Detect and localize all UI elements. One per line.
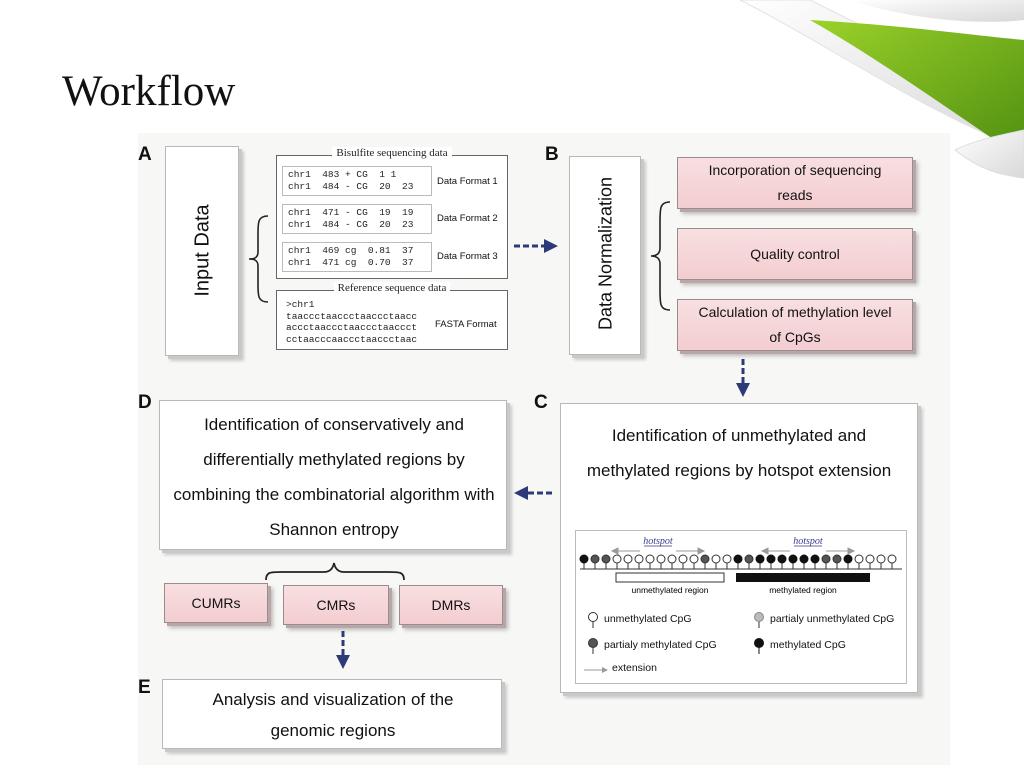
cpg-site-icon bbox=[645, 554, 655, 564]
cpg-site-icon bbox=[755, 554, 765, 564]
analysis-box: Analysis and visualization of the genomi… bbox=[162, 679, 502, 749]
cpg-site-icon bbox=[876, 554, 886, 564]
cpg-site-icon bbox=[678, 554, 688, 564]
panel-d-letter: D bbox=[138, 392, 152, 413]
data-format-3-label: Data Format 3 bbox=[437, 251, 498, 262]
arrow-c-to-d bbox=[514, 486, 554, 500]
analysis-text: Analysis and visualization of the genomi… bbox=[212, 690, 454, 740]
step-quality-control: Quality control bbox=[677, 228, 913, 280]
outputs-brace bbox=[265, 562, 405, 581]
identification-text: Identification of conservatively and dif… bbox=[173, 415, 495, 539]
normalization-brace bbox=[650, 201, 671, 311]
input-brace bbox=[248, 215, 269, 303]
partially-methylated-cpg-icon bbox=[588, 638, 598, 654]
partially-unmethylated-cpg-icon bbox=[754, 612, 764, 628]
data-format-2-lines: chr1 471 - CG 19 19 chr1 484 - CG 20 23 bbox=[282, 204, 432, 234]
cpg-site-icon bbox=[744, 554, 754, 564]
data-normalization-label: Data Normalization bbox=[595, 176, 616, 331]
cpg-site-icon bbox=[700, 554, 710, 564]
hotspot-label-left: hotspot bbox=[643, 536, 673, 547]
cpg-site-icon bbox=[612, 554, 622, 564]
output-cmrs: CMRs bbox=[283, 585, 389, 625]
arrow-d-to-e bbox=[336, 631, 350, 669]
cpg-site-icon bbox=[865, 554, 875, 564]
legend-partially-methylated: partialy methylated CpG bbox=[604, 639, 717, 651]
methylation-schematic: hotspot hotspot unmethylated region meth… bbox=[575, 530, 907, 684]
legend-methylated: methylated CpG bbox=[770, 639, 846, 651]
hotspot-text: Identification of unmethylated and methy… bbox=[586, 426, 892, 480]
unmethylated-region-label: unmethylated region bbox=[631, 585, 708, 595]
cpg-site-icon bbox=[722, 554, 732, 564]
data-format-1-lines: chr1 483 + CG 1 1 chr1 484 - CG 20 23 bbox=[282, 166, 432, 196]
legend-partially-unmethylated: partialy unmethylated CpG bbox=[770, 613, 895, 625]
arrow-b-to-c bbox=[736, 359, 750, 397]
bisulfite-title: Bisulfite sequencing data bbox=[332, 147, 452, 159]
cpg-site-icon bbox=[623, 554, 633, 564]
fasta-label: FASTA Format bbox=[435, 319, 497, 330]
cpg-track: hotspot hotspot unmethylated region meth… bbox=[579, 536, 902, 595]
step-incorporation: Incorporation of sequencing reads bbox=[677, 157, 913, 209]
data-format-1-label: Data Format 1 bbox=[437, 176, 498, 187]
data-format-2-label: Data Format 2 bbox=[437, 213, 498, 224]
input-data-label: Input Data bbox=[191, 204, 214, 297]
unmethylated-region-bar bbox=[615, 572, 725, 583]
cpg-site-icon bbox=[766, 554, 776, 564]
decorative-swoosh bbox=[739, 0, 1024, 179]
slide-title: Workflow bbox=[62, 68, 236, 115]
cpg-site-icon bbox=[590, 554, 600, 564]
cpg-site-icon bbox=[854, 554, 864, 564]
cpg-site-icon bbox=[689, 554, 699, 564]
panel-a-letter: A bbox=[138, 144, 152, 165]
legend-unmethylated: unmethylated CpG bbox=[604, 613, 692, 625]
cpg-site-icon bbox=[579, 554, 589, 564]
step-calculation: Calculation of methylation level of CpGs bbox=[677, 299, 913, 351]
reference-group: Reference sequence data >chr1 taaccctaac… bbox=[276, 282, 508, 350]
cpg-site-icon bbox=[667, 554, 677, 564]
input-data-box: Input Data bbox=[165, 146, 239, 356]
cpg-site-icon bbox=[821, 554, 831, 564]
hotspot-label-right: hotspot bbox=[793, 536, 823, 547]
cpg-site-icon bbox=[799, 554, 809, 564]
panel-e-letter: E bbox=[138, 677, 151, 698]
cpg-site-icon bbox=[656, 554, 666, 564]
panel-b-letter: B bbox=[545, 144, 559, 165]
bisulfite-group: Bisulfite sequencing data chr1 483 + CG … bbox=[276, 147, 508, 279]
output-cumrs: CUMRs bbox=[164, 583, 268, 623]
cpg-site-icon bbox=[887, 554, 897, 564]
hotspot-box: Identification of unmethylated and methy… bbox=[560, 403, 918, 693]
data-format-3-lines: chr1 469 cg 0.81 37 chr1 471 cg 0.70 37 bbox=[282, 242, 432, 272]
cpg-site-icon bbox=[843, 554, 853, 564]
panel-c-letter: C bbox=[534, 392, 548, 413]
cpg-site-icon bbox=[777, 554, 787, 564]
cpg-site-icon bbox=[810, 554, 820, 564]
fasta-lines: >chr1 taaccctaaccctaaccctaacc accctaaccc… bbox=[281, 297, 431, 347]
legend-extension: extension bbox=[612, 662, 657, 674]
unmethylated-cpg-icon bbox=[588, 612, 598, 628]
arrow-a-to-b bbox=[514, 239, 558, 253]
identification-box: Identification of conservatively and dif… bbox=[159, 400, 507, 550]
cpg-site-icon bbox=[601, 554, 611, 564]
cpg-site-icon bbox=[634, 554, 644, 564]
methylated-cpg-icon bbox=[754, 638, 764, 654]
cpg-site-icon bbox=[788, 554, 798, 564]
cpg-site-icon bbox=[711, 554, 721, 564]
methylated-region-bar bbox=[736, 573, 870, 582]
extension-arrows bbox=[610, 547, 856, 555]
methylated-region-label: methylated region bbox=[769, 585, 837, 595]
cpg-site-icon bbox=[733, 554, 743, 564]
reference-title: Reference sequence data bbox=[333, 282, 451, 294]
output-dmrs: DMRs bbox=[399, 585, 503, 625]
extension-arrow-icon bbox=[584, 667, 608, 673]
cpg-site-icon bbox=[832, 554, 842, 564]
data-normalization-box: Data Normalization bbox=[569, 156, 641, 355]
